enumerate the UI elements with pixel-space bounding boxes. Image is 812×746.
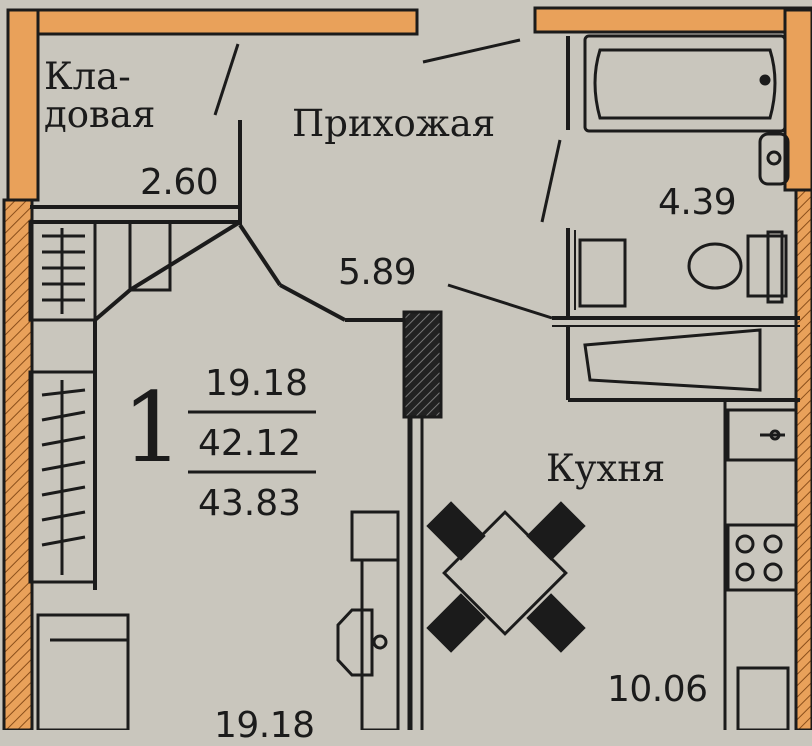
structural-column: [402, 310, 443, 419]
sink-icon: [758, 132, 790, 186]
toilet-icon: [687, 230, 788, 304]
armchair-icon: [336, 510, 400, 730]
living-room-area: 19.18: [214, 705, 315, 746]
storage-name-line1: Кла-: [44, 55, 131, 98]
dining-table-icon: [426, 501, 586, 653]
kitchen-area: 10.06: [607, 669, 708, 710]
storage-area: 2.60: [140, 162, 219, 203]
total-area: 42.12: [198, 423, 302, 464]
stove-icon: [726, 523, 798, 730]
full-area: 43.83: [198, 483, 302, 524]
bath-area: 4.39: [658, 182, 737, 223]
kitchen-name: Кухня: [546, 447, 666, 490]
hall-name: Прихожая: [292, 102, 496, 145]
floor-plan: [2, 6, 812, 730]
hall-area: 5.89: [338, 252, 417, 293]
sofa-icon: [36, 613, 130, 730]
wardrobe-icon: [28, 220, 172, 584]
rooms-count: 1: [122, 372, 184, 484]
washer-icon: [578, 238, 762, 392]
kitchen-sink-icon: [726, 408, 798, 462]
storage-name-line2: довая: [44, 93, 156, 136]
bathtub-icon: [583, 34, 787, 133]
area-fraction-lines: [188, 410, 316, 474]
living-area-fraction: 19.18: [205, 363, 309, 404]
